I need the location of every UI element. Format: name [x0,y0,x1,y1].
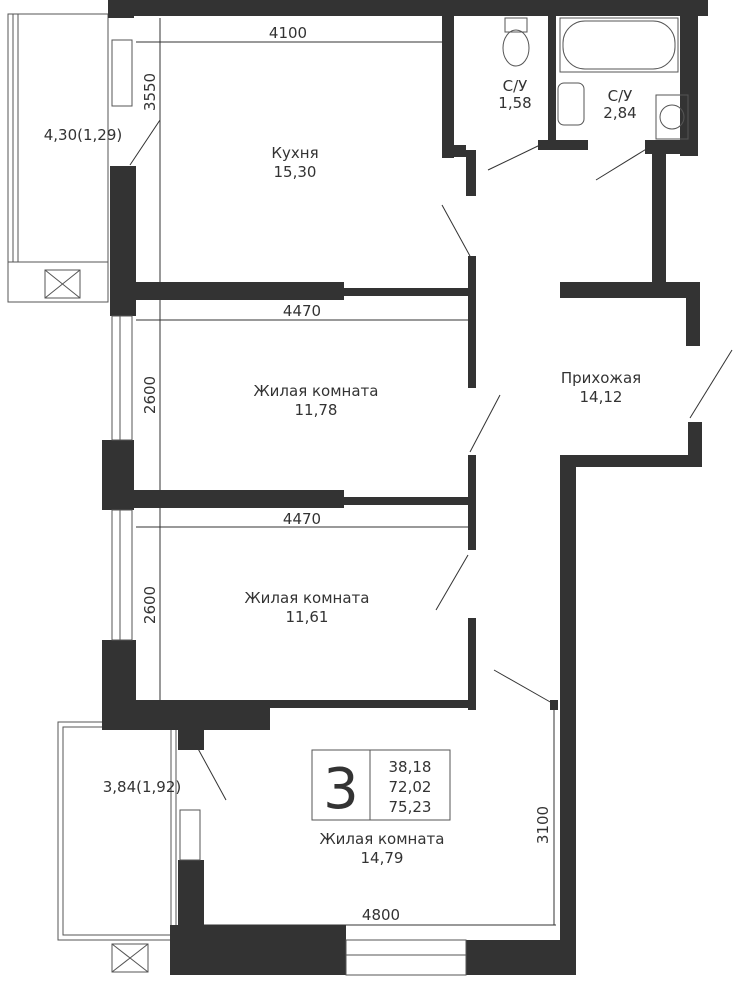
living-area: 38,18 [389,758,432,776]
dim-room1-width: 4470 [283,302,321,320]
total-area: 72,02 [389,778,432,796]
wc1-area: 1,58 [498,94,531,112]
wc1-name: С/У [503,77,528,95]
dim-kitchen-depth: 3550 [141,73,159,111]
walls [102,0,708,975]
balcony-bottom [57,721,177,973]
room3-area: 14,79 [361,849,404,867]
summary-box [311,749,451,821]
balcony1-area: 4,30(1,29) [44,126,123,144]
hall-name: Прихожая [561,369,641,387]
wc2-name: С/У [608,87,633,105]
bathtub [559,17,679,73]
room2-area: 11,61 [286,608,329,626]
door-swings [129,119,733,801]
dim-room2-depth: 2600 [141,586,159,624]
windows [111,39,467,976]
dimension-lines [136,18,556,926]
wc2-area: 2,84 [603,104,636,122]
toilet [502,17,530,67]
kitchen-area: 15,30 [274,163,317,181]
total-with-balcony: 75,23 [389,798,432,816]
room1-area: 11,78 [295,401,338,419]
dim-room2-width: 4470 [283,510,321,528]
balcony2-area: 3,84(1,92) [103,778,182,796]
dim-room3-width: 4800 [362,906,400,924]
room3-name: Жилая комната [320,830,445,848]
kitchen-name: Кухня [271,144,318,162]
dim-room3-depth: 3100 [534,806,552,844]
room2-name: Жилая комната [245,589,370,607]
sink [557,82,585,126]
balcony-top [7,13,109,303]
room1-name: Жилая комната [254,382,379,400]
hall-area: 14,12 [580,388,623,406]
dim-room1-depth: 2600 [141,376,159,414]
washing-machine [655,94,689,140]
dim-kitchen-width: 4100 [269,24,307,42]
rooms-count: 3 [323,757,359,822]
